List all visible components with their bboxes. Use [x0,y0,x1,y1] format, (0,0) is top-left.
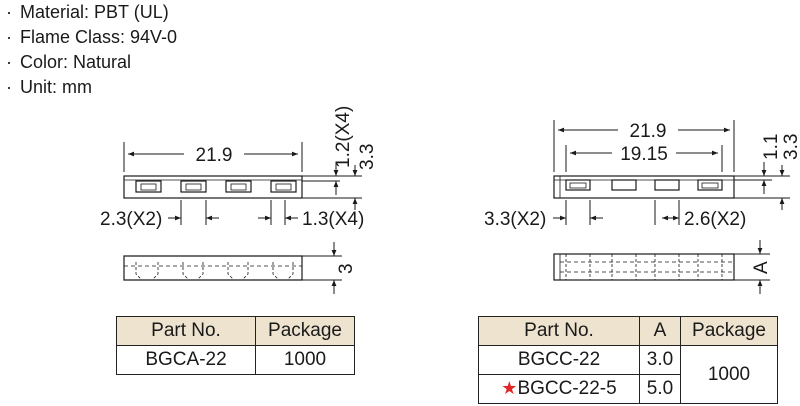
right-dim-slot-gap: 2.6(X2) [684,209,746,230]
spec-item: · Color: Natural [6,50,177,75]
right-dim-inner-length: 19.15 [620,144,668,165]
spec-item: · Unit: mm [6,75,177,100]
part-no-cell: BGCC-22 [478,345,640,375]
spec-unit: Unit: mm [20,77,92,97]
right-top-view [553,175,735,199]
bullet: · [6,27,12,47]
left-dim-top-offset: 1.2(X4) [333,106,354,168]
bullet: · [6,77,12,97]
spec-item: · Flame Class: 94V-0 [6,25,177,50]
left-side-view [123,255,303,281]
left-dimension-lines [123,142,362,225]
table-row: ★BGCC-22-5 5.0 [478,374,778,404]
package-cell: 1000 [255,345,355,375]
right-dim-length: 21.9 [630,121,667,142]
bullet: · [6,2,12,22]
col-header-part-no: Part No. [478,316,640,346]
right-dim-height: 3.3 [781,134,800,160]
right-dim-depth: A [751,261,772,274]
left-body-outline [123,175,303,199]
star-icon: ★ [501,378,518,398]
left-dim-slot-width: 2.3(X2) [100,209,162,230]
right-side-dims [734,240,770,294]
bullet: · [6,52,12,72]
left-dim-slot-gap: 1.3(X4) [302,209,364,230]
spec-color: Color: Natural [20,52,132,72]
left-dim-depth: 3 [336,263,357,274]
left-slots [135,180,297,193]
right-body-outline [553,175,735,199]
part-no-cell: BGCA-22 [116,345,256,375]
table-row: BGCA-22 1000 [116,345,355,375]
left-part-table: Part No. Package BGCA-22 1000 [116,316,355,375]
right-dimension-lines [553,120,790,225]
package-cell: 1000 [680,345,778,404]
col-header-part-no: Part No. [116,316,256,346]
spec-list: ·Material: PBT (UL) ·Flame Class: 94V-0 … [6,0,177,100]
col-header-package: Package [680,316,778,346]
right-slots [565,179,723,191]
right-dim-slot-width: 3.3(X2) [484,209,546,230]
right-part-table: Part No. A Package BGCC-22 3.0 1000 ★BGC… [478,316,778,404]
spec-item: · Material: PBT (UL) [6,0,177,25]
part-no-cell: ★BGCC-22-5 [478,374,640,404]
col-header-a: A [639,316,681,346]
spec-material: Material: PBT (UL) [20,2,169,22]
left-top-view [123,175,303,199]
spec-flame-class: Flame Class: 94V-0 [20,27,178,47]
a-cell: 5.0 [639,374,681,404]
part-no-text: BGCC-22-5 [517,378,617,399]
col-header-package: Package [255,316,355,346]
right-side-view [553,253,735,281]
a-cell: 3.0 [639,345,681,375]
table-row: BGCC-22 3.0 1000 [478,345,778,404]
right-dim-top-offset: 1.1 [761,134,782,160]
left-dim-height: 3.3 [357,144,378,170]
left-side-dims [302,242,342,294]
left-dim-length: 21.9 [196,145,233,166]
